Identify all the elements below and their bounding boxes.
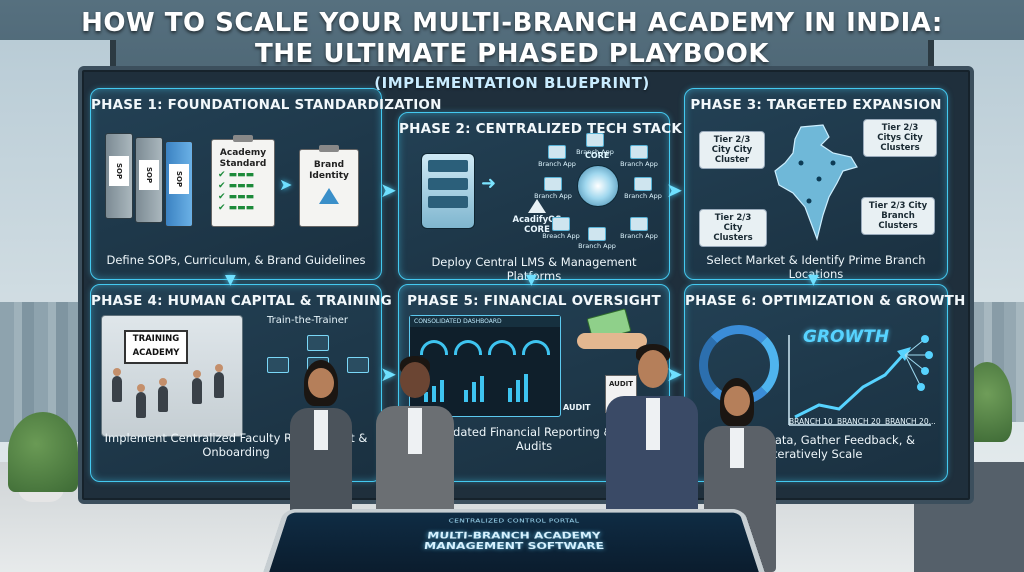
phase-1-caption: Define SOPs, Curriculum, & Brand Guideli… bbox=[106, 253, 366, 267]
binder-icon: SOP bbox=[165, 141, 193, 227]
phase-3-title: PHASE 3: TARGETED EXPANSION bbox=[690, 97, 942, 113]
brand-doc-title: Brand Identity bbox=[309, 160, 349, 181]
financial-dashboard: CONSOLIDATED DASHBOARD bbox=[409, 315, 561, 417]
phase-5-caption: Consolidated Financial Reporting & Branc… bbox=[411, 425, 657, 453]
audit-label: AUDIT bbox=[563, 403, 591, 412]
branch-label: BRANCH 10 bbox=[789, 417, 833, 426]
arrow-right-icon: ➤ bbox=[666, 362, 683, 386]
phase-1-title: PHASE 1: FOUNDATIONAL STANDARDIZATION bbox=[91, 97, 442, 113]
cluster-label: Tier 2/3 City City Cluster bbox=[699, 131, 765, 169]
branch-label: BRANCH 20... bbox=[885, 417, 936, 426]
acadify-logo-icon bbox=[528, 199, 546, 213]
arrow-down-icon: ▼ bbox=[808, 272, 819, 288]
branch-app: Breach App bbox=[539, 217, 583, 240]
phase-5-title: PHASE 5: FINANCIAL OVERSIGHT bbox=[407, 293, 661, 309]
page-subtitle: (IMPLEMENTATION BLUEPRINT) bbox=[374, 74, 650, 92]
training-room-illustration: TRAINING ACADEMY bbox=[101, 315, 243, 437]
branch-label: BRANCH 20 bbox=[837, 417, 881, 426]
core-database-icon bbox=[577, 165, 619, 207]
binder-label: SOP bbox=[169, 164, 189, 194]
title-line-2: THE ULTIMATE PHASED PLAYBOOK bbox=[255, 39, 769, 69]
touch-table[interactable]: CENTRALIZED CONTROL PORTAL MULTI-BRANCH … bbox=[258, 508, 770, 572]
plant-left bbox=[8, 412, 78, 492]
flow-arrow-icon: ➜ bbox=[481, 173, 497, 194]
table-header: CENTRALIZED CONTROL PORTAL bbox=[448, 517, 580, 524]
arrow-down-icon: ▼ bbox=[225, 272, 236, 288]
phase-6-title: PHASE 6: OPTIMIZATION & GROWTH bbox=[685, 293, 966, 309]
binder-icon: SOP bbox=[105, 133, 133, 219]
cluster-label: Tier 2/3 City Clusters bbox=[699, 209, 767, 247]
binder-icon: SOP bbox=[135, 137, 163, 223]
arrow-down-icon: ▼ bbox=[526, 272, 537, 288]
phase-4-title: PHASE 4: HUMAN CAPITAL & TRAINING bbox=[91, 293, 392, 309]
branch-app: Branch App bbox=[573, 133, 617, 156]
branch-app: Branch App bbox=[535, 145, 579, 168]
india-map-icon bbox=[774, 124, 858, 242]
core-label: CORE bbox=[585, 151, 610, 160]
branch-app: Branch App bbox=[621, 177, 665, 200]
acadify-name: AcadifyOS bbox=[512, 215, 562, 225]
growth-chart-icon bbox=[788, 335, 933, 426]
cluster-label: Tier 2/3 Citys City Clusters bbox=[863, 119, 937, 157]
flow-node-icon bbox=[347, 357, 369, 373]
table-title: MULTI-BRANCH ACADEMY MANAGEMENT SOFTWARE bbox=[423, 531, 605, 552]
branch-app: Branch App bbox=[617, 145, 661, 168]
brand-doc-icon: Brand Identity bbox=[299, 145, 359, 227]
arrow-right-icon: ➤ bbox=[380, 362, 397, 386]
phase-2-title: PHASE 2: CENTRALIZED TECH STACK bbox=[399, 121, 683, 137]
branch-app: Branch App bbox=[617, 217, 661, 240]
phase-2-panel: PHASE 2: CENTRALIZED TECH STACK ➜ Acadif… bbox=[398, 112, 683, 283]
training-academy-sign: TRAINING ACADEMY bbox=[124, 330, 188, 364]
acadify-brand: AcadifyOS CORE bbox=[507, 199, 567, 235]
phase-2-caption: Deploy Central LMS & Management Platform… bbox=[431, 255, 637, 283]
arrow-right-icon: ➤ bbox=[666, 178, 683, 202]
hand-icon bbox=[577, 333, 647, 349]
server-icon bbox=[421, 153, 475, 229]
clipboard-icon: Academy Standard ✔ ▬▬▬ ✔ ▬▬▬ ✔ ▬▬▬ ✔ ▬▬▬ bbox=[211, 135, 275, 227]
phase-1-panel: PHASE 1: FOUNDATIONAL STANDARDIZATION SO… bbox=[90, 88, 442, 280]
arrow-right-icon: ➤ bbox=[380, 178, 397, 202]
phase-3-panel: PHASE 3: TARGETED EXPANSION Tier 2/3 Cit… bbox=[684, 88, 948, 281]
train-the-trainer-label: Train-the-Trainer bbox=[267, 315, 348, 326]
phase-3-caption: Select Market & Identify Prime Branch Lo… bbox=[706, 253, 926, 281]
standard-doc-title: Academy Standard bbox=[219, 148, 267, 169]
cluster-label: Tier 2/3 City Branch Clusters bbox=[861, 197, 935, 235]
flow-node-icon bbox=[267, 357, 289, 373]
dashboard-header: CONSOLIDATED DASHBOARD bbox=[410, 316, 560, 327]
title-line-1: HOW TO SCALE YOUR MULTI-BRANCH ACADEMY I… bbox=[81, 8, 943, 38]
growth-label: GROWTH bbox=[803, 327, 890, 347]
arrow-right-icon: ➤ bbox=[279, 175, 293, 194]
flow-node-icon bbox=[307, 335, 329, 351]
binder-label: SOP bbox=[109, 156, 129, 186]
branch-app: Branch App bbox=[575, 227, 619, 250]
page-title: HOW TO SCALE YOUR MULTI-BRANCH ACADEMY I… bbox=[0, 8, 1024, 70]
branch-app: Branch App bbox=[531, 177, 575, 200]
binder-label: SOP bbox=[139, 160, 159, 190]
acadify-sub: CORE bbox=[524, 225, 550, 235]
